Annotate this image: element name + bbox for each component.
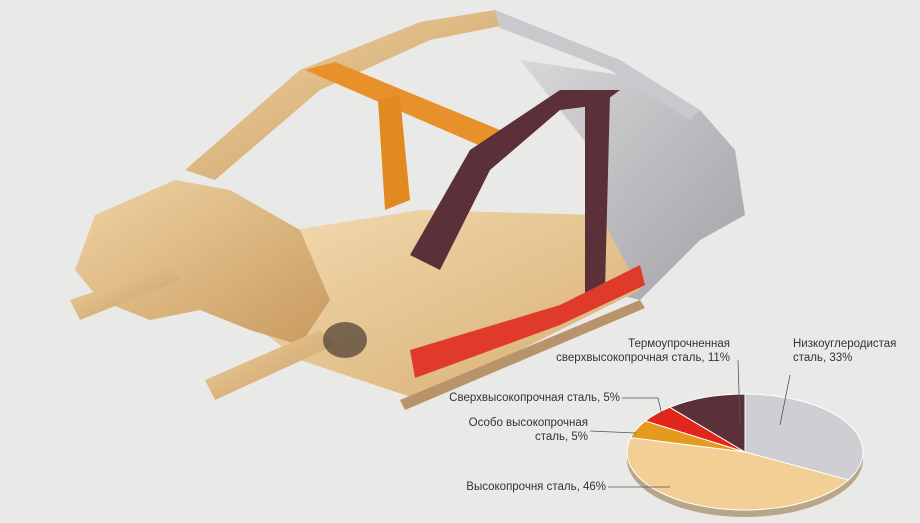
leader-extra	[589, 430, 637, 434]
leader-lines	[589, 359, 791, 488]
pie-slice-1	[626, 437, 850, 511]
leader-ultra	[622, 397, 663, 416]
label-extra-high: Особо высокопрочная сталь, 5%	[468, 417, 588, 443]
leader-low-carbon	[779, 374, 791, 426]
label-high-strength: Высокопрочня сталь, 46%	[466, 481, 606, 493]
label-ultra-high: Сверхвысокопрочная сталь, 5%	[449, 392, 620, 404]
car-frame	[70, 10, 745, 410]
steel-composition-pie	[626, 393, 864, 517]
pie-slice-0	[744, 393, 864, 481]
leader-thermo	[737, 359, 741, 426]
pie-slice-4	[668, 393, 746, 453]
label-thermo: Термоупрочненная сверхвысокопрочная стал…	[556, 338, 730, 364]
label-low-carbon: Низкоуглеродистая сталь, 33%	[793, 338, 897, 364]
